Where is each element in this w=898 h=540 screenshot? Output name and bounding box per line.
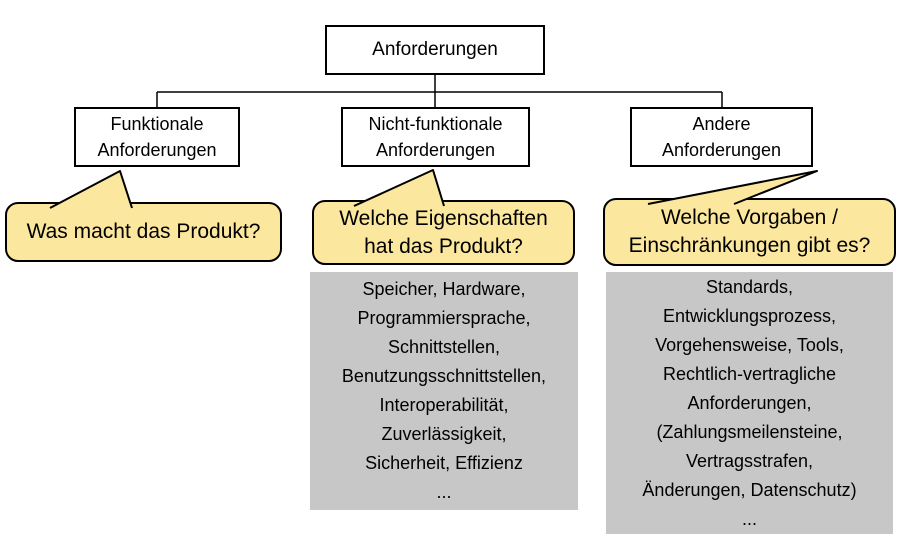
details-andere: Standards, Entwicklungsprozess, Vorgehen… (606, 272, 893, 534)
node-nicht-funktionale-anforderungen: Nicht-funktionale Anforderungen (341, 107, 530, 167)
node-funktionale-anforderungen: Funktionale Anforderungen (74, 107, 240, 167)
callout-andere: Welche Vorgaben / Einschränkungen gibt e… (603, 198, 896, 266)
node-anforderungen: Anforderungen (325, 25, 545, 75)
callout-nicht-funktionale: Welche Eigenschaften hat das Produkt? (312, 200, 575, 265)
node-andere-anforderungen: Andere Anforderungen (630, 107, 813, 167)
details-nicht-funktionale: Speicher, Hardware, Programmiersprache, … (310, 272, 578, 510)
callout-funktionale: Was macht das Produkt? (5, 202, 282, 262)
